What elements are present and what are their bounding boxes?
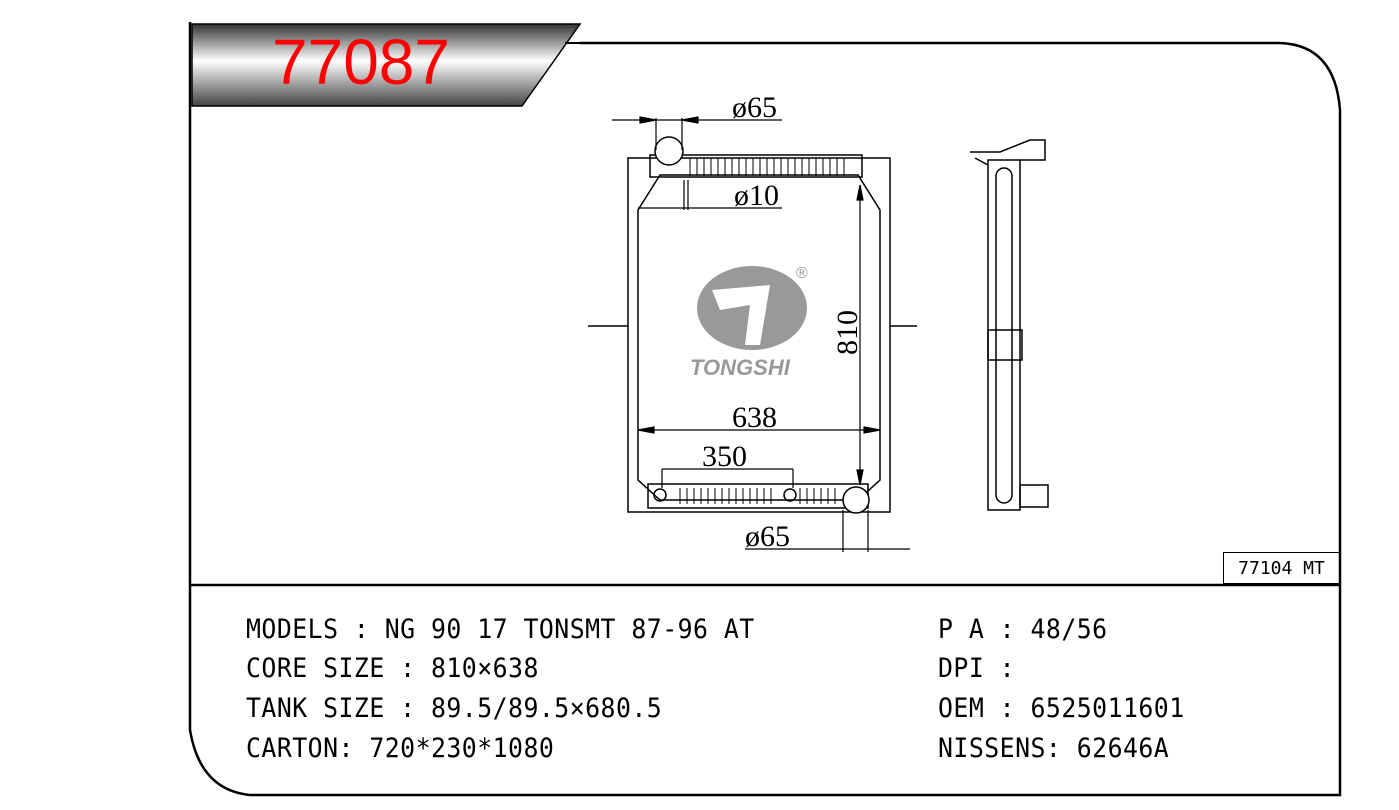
logo-text: TONGSHI <box>690 355 791 380</box>
spec-nissens: NISSENS: 62646A <box>938 733 1170 764</box>
spec-pa: P A : 48/56 <box>938 614 1108 645</box>
sheet-frame <box>188 22 1342 797</box>
title-banner <box>191 23 582 107</box>
dim-inlet-dia: ø65 <box>732 91 777 124</box>
reference-tag: 77104 MT <box>1223 552 1339 584</box>
dim-height: 810 <box>831 310 864 355</box>
part-number-title: 77087 <box>272 26 450 98</box>
registered-mark: ® <box>796 265 808 282</box>
spec-dpi: DPI : <box>938 653 1016 684</box>
dimension-lines <box>612 116 910 552</box>
spec-oem: OEM : 6525011601 <box>938 693 1185 724</box>
dim-outlet-dia: ø65 <box>745 520 790 553</box>
spec-core-size: CORE SIZE : 810×638 <box>246 653 539 684</box>
header-tank-fins <box>679 158 845 504</box>
tongshi-logo: TONGSHI ® <box>690 265 808 380</box>
dim-width: 638 <box>732 401 777 434</box>
spec-carton: CARTON: 720*230*1080 <box>246 733 555 764</box>
spec-models: MODELS : NG 90 17 TONSMT 87-96 AT <box>246 614 755 645</box>
dim-spacing: 350 <box>702 440 747 473</box>
radiator-side-view <box>970 139 1049 511</box>
spec-tank-size: TANK SIZE : 89.5/89.5×680.5 <box>246 693 663 724</box>
dim-mount-dia: ø10 <box>734 179 779 212</box>
radiator-front-view <box>588 136 917 514</box>
